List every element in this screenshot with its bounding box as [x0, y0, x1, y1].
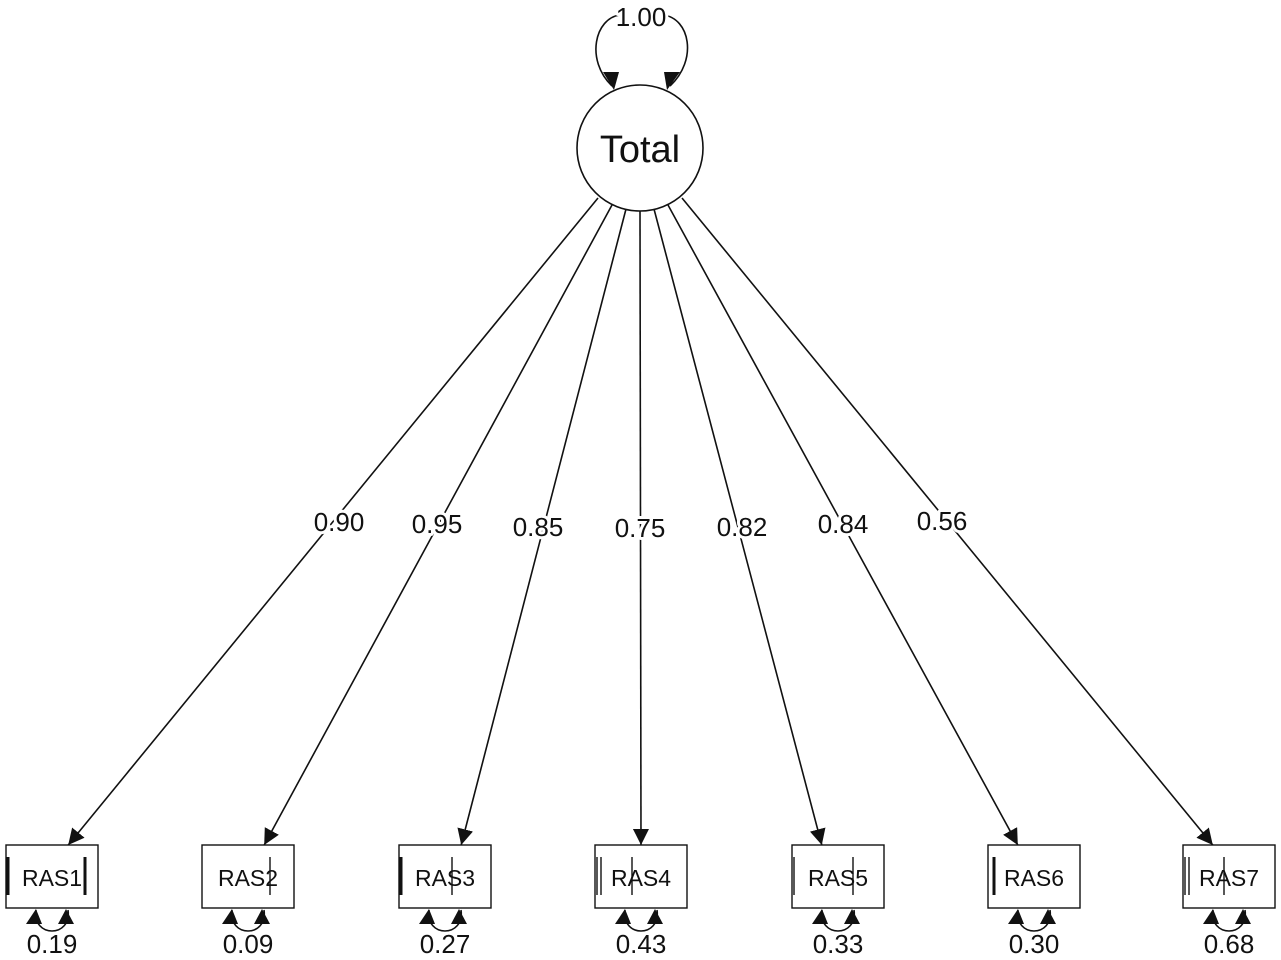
loading-path-5	[653, 208, 826, 846]
indicator-1: RAS1 0.19	[5, 844, 99, 960]
indicator-label: RAS2	[218, 865, 278, 891]
indicator-6: RAS6 0.30	[987, 844, 1081, 960]
residual-label: 0.68	[1204, 929, 1255, 959]
indicator-box	[1182, 844, 1276, 909]
loading-path-6	[667, 204, 1019, 846]
residual-arrowhead-right	[1040, 909, 1056, 924]
indicator-box	[5, 844, 99, 909]
indicator-box	[594, 844, 688, 909]
indicator-label: RAS1	[22, 865, 82, 891]
loading-label-7: 0.56	[917, 506, 968, 536]
indicator-box	[791, 844, 885, 909]
loading-labels: 0.90 0.95 0.85 0.75 0.82 0.84 0.56	[311, 503, 971, 546]
residual-arrowhead-right	[1235, 909, 1251, 924]
indicator-2: RAS2 0.09	[201, 844, 295, 960]
latent-circle	[576, 84, 704, 212]
loading-path-4	[632, 210, 649, 846]
loading-path-7	[681, 197, 1214, 846]
latent-variance-label: 1.00	[616, 2, 667, 32]
residual-arrowhead-left	[222, 909, 238, 924]
loading-path-1	[67, 197, 599, 846]
indicator-box	[987, 844, 1081, 909]
indicator-4: RAS4 0.43	[594, 844, 688, 960]
loading-label-2: 0.95	[412, 509, 463, 539]
residual-arrowhead-left	[1008, 909, 1024, 924]
indicator-3: RAS3 0.27	[398, 844, 492, 960]
loading-label-6: 0.84	[818, 509, 869, 539]
indicator-label: RAS6	[1004, 865, 1064, 891]
indicator-7: RAS7 0.68	[1182, 844, 1276, 960]
residual-arrowhead-right	[647, 909, 663, 924]
indicators: RAS1 0.19 RAS2 0.09 RAS3 0.27 RAS4 0.43 RAS5 0.33…	[5, 844, 1276, 960]
indicator-label: RAS5	[808, 865, 868, 891]
indicator-box	[201, 844, 295, 909]
indicator-label: RAS3	[415, 865, 475, 891]
loading-label-3: 0.85	[513, 512, 564, 542]
residual-label: 0.43	[616, 929, 667, 959]
residual-arrowhead-right	[58, 909, 74, 924]
latent-variance-arrow	[595, 14, 689, 87]
residual-label: 0.19	[27, 929, 78, 959]
variance-arrowhead-left	[603, 72, 619, 90]
loading-paths	[67, 197, 1214, 846]
indicator-5: RAS5 0.33	[791, 844, 885, 960]
residual-arrowhead-left	[812, 909, 828, 924]
residual-arrowhead-left	[419, 909, 435, 924]
loading-path-3	[457, 208, 627, 846]
latent-label: Total	[600, 129, 680, 171]
residual-arrowhead-left	[26, 909, 42, 924]
residual-label: 0.30	[1009, 929, 1060, 959]
loading-label-4: 0.75	[615, 513, 666, 543]
latent-variable: 1.00 Total	[576, 0, 704, 212]
residual-label: 0.33	[813, 929, 864, 959]
loading-path-2	[263, 204, 613, 846]
indicator-label: RAS4	[611, 865, 671, 891]
variance-arrowhead-right	[664, 72, 680, 90]
residual-label: 0.09	[223, 929, 274, 959]
indicator-label: RAS7	[1199, 865, 1259, 891]
indicator-box	[398, 844, 492, 909]
residual-arrowhead-left	[615, 909, 631, 924]
residual-arrowhead-right	[254, 909, 270, 924]
residual-label: 0.27	[420, 929, 471, 959]
residual-arrowhead-left	[1203, 909, 1219, 924]
loading-label-1: 0.90	[314, 507, 365, 537]
residual-arrowhead-right	[451, 909, 467, 924]
loading-label-5: 0.82	[717, 512, 768, 542]
residual-arrowhead-right	[844, 909, 860, 924]
